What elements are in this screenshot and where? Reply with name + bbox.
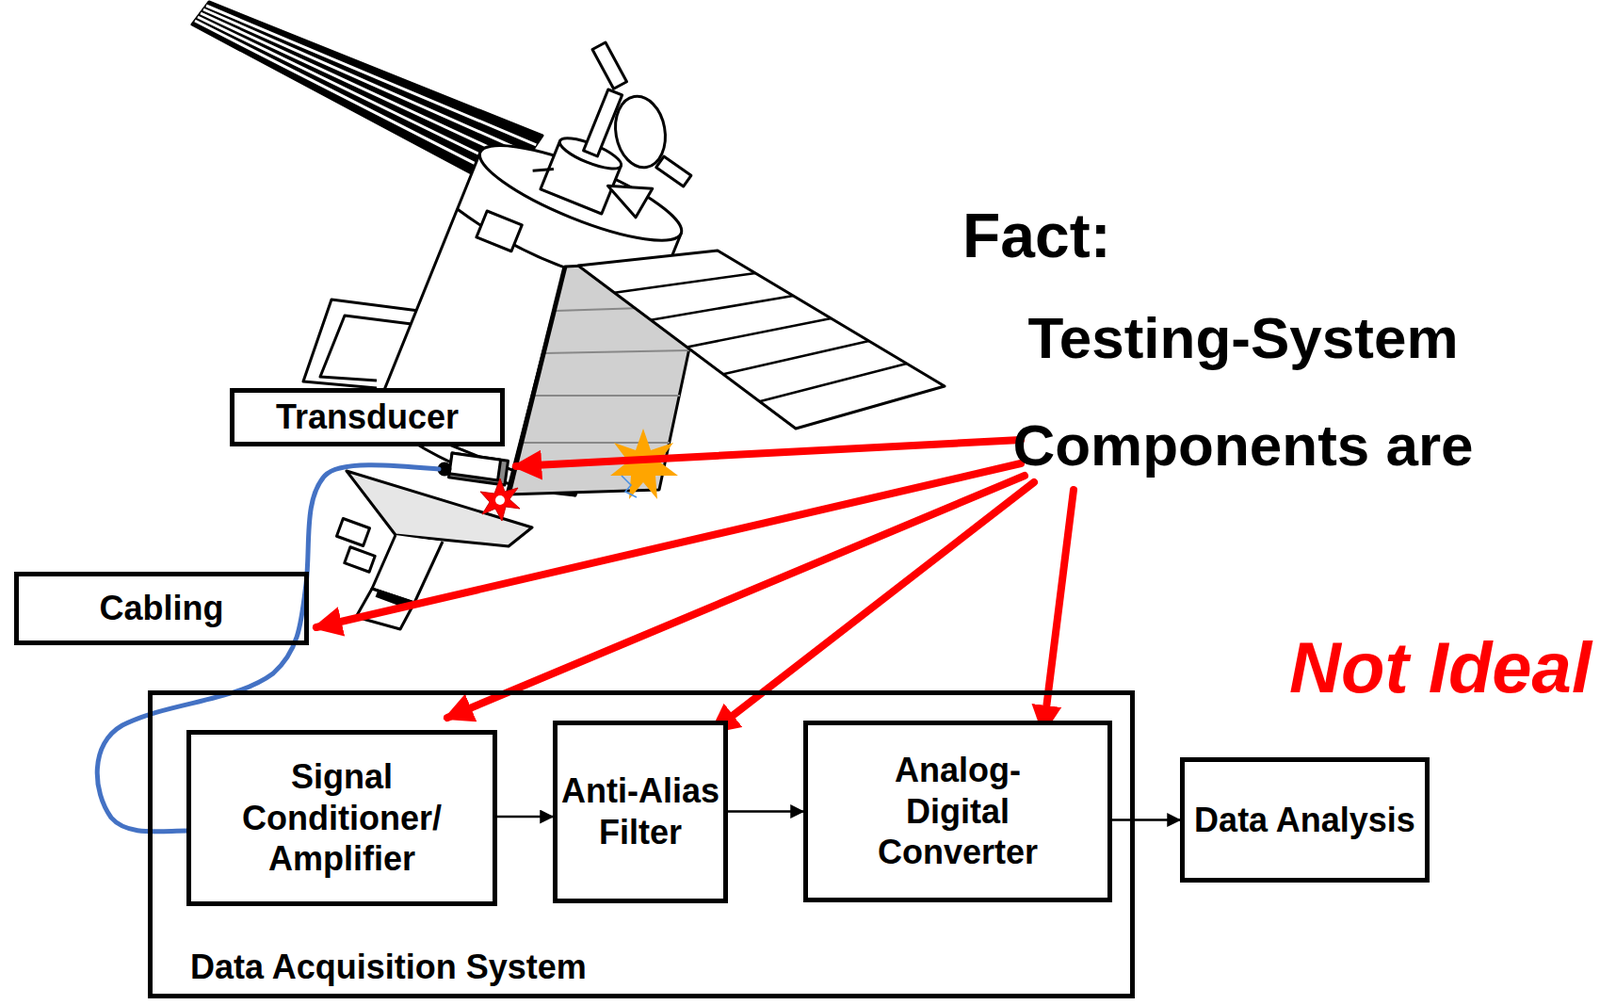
box-label: Analog-Digital Converter — [845, 749, 1070, 874]
anti-alias-filter-box: Anti-Alias Filter — [552, 720, 728, 904]
not-ideal-text: Not Ideal — [1130, 626, 1592, 709]
transducer-box: Transducer — [229, 387, 505, 447]
fact-heading: Fact: — [962, 199, 1245, 272]
data-analysis-box: Data Analysis — [1179, 757, 1430, 883]
box-label: Signal Conditioner/ Amplifier — [200, 756, 484, 881]
flow-arrow — [1112, 818, 1180, 822]
box-label: Data Acquisition System — [190, 946, 587, 988]
box-label: Cabling — [99, 587, 225, 630]
flow-arrow — [727, 809, 804, 813]
flow-arrow — [497, 815, 553, 819]
box-label: Data Analysis — [1194, 799, 1416, 841]
daq-system-box: Data Acquisition System Signal Conditione… — [147, 690, 1135, 999]
box-label: Transducer — [275, 396, 459, 438]
callout-text: Testing-System Components are — [941, 284, 1545, 500]
box-label: Anti-Alias Filter — [561, 770, 720, 854]
cabling-box: Cabling — [14, 571, 309, 646]
signal-conditioner-box: Signal Conditioner/ Amplifier — [186, 729, 498, 906]
adc-box: Analog-Digital Converter — [803, 720, 1113, 903]
